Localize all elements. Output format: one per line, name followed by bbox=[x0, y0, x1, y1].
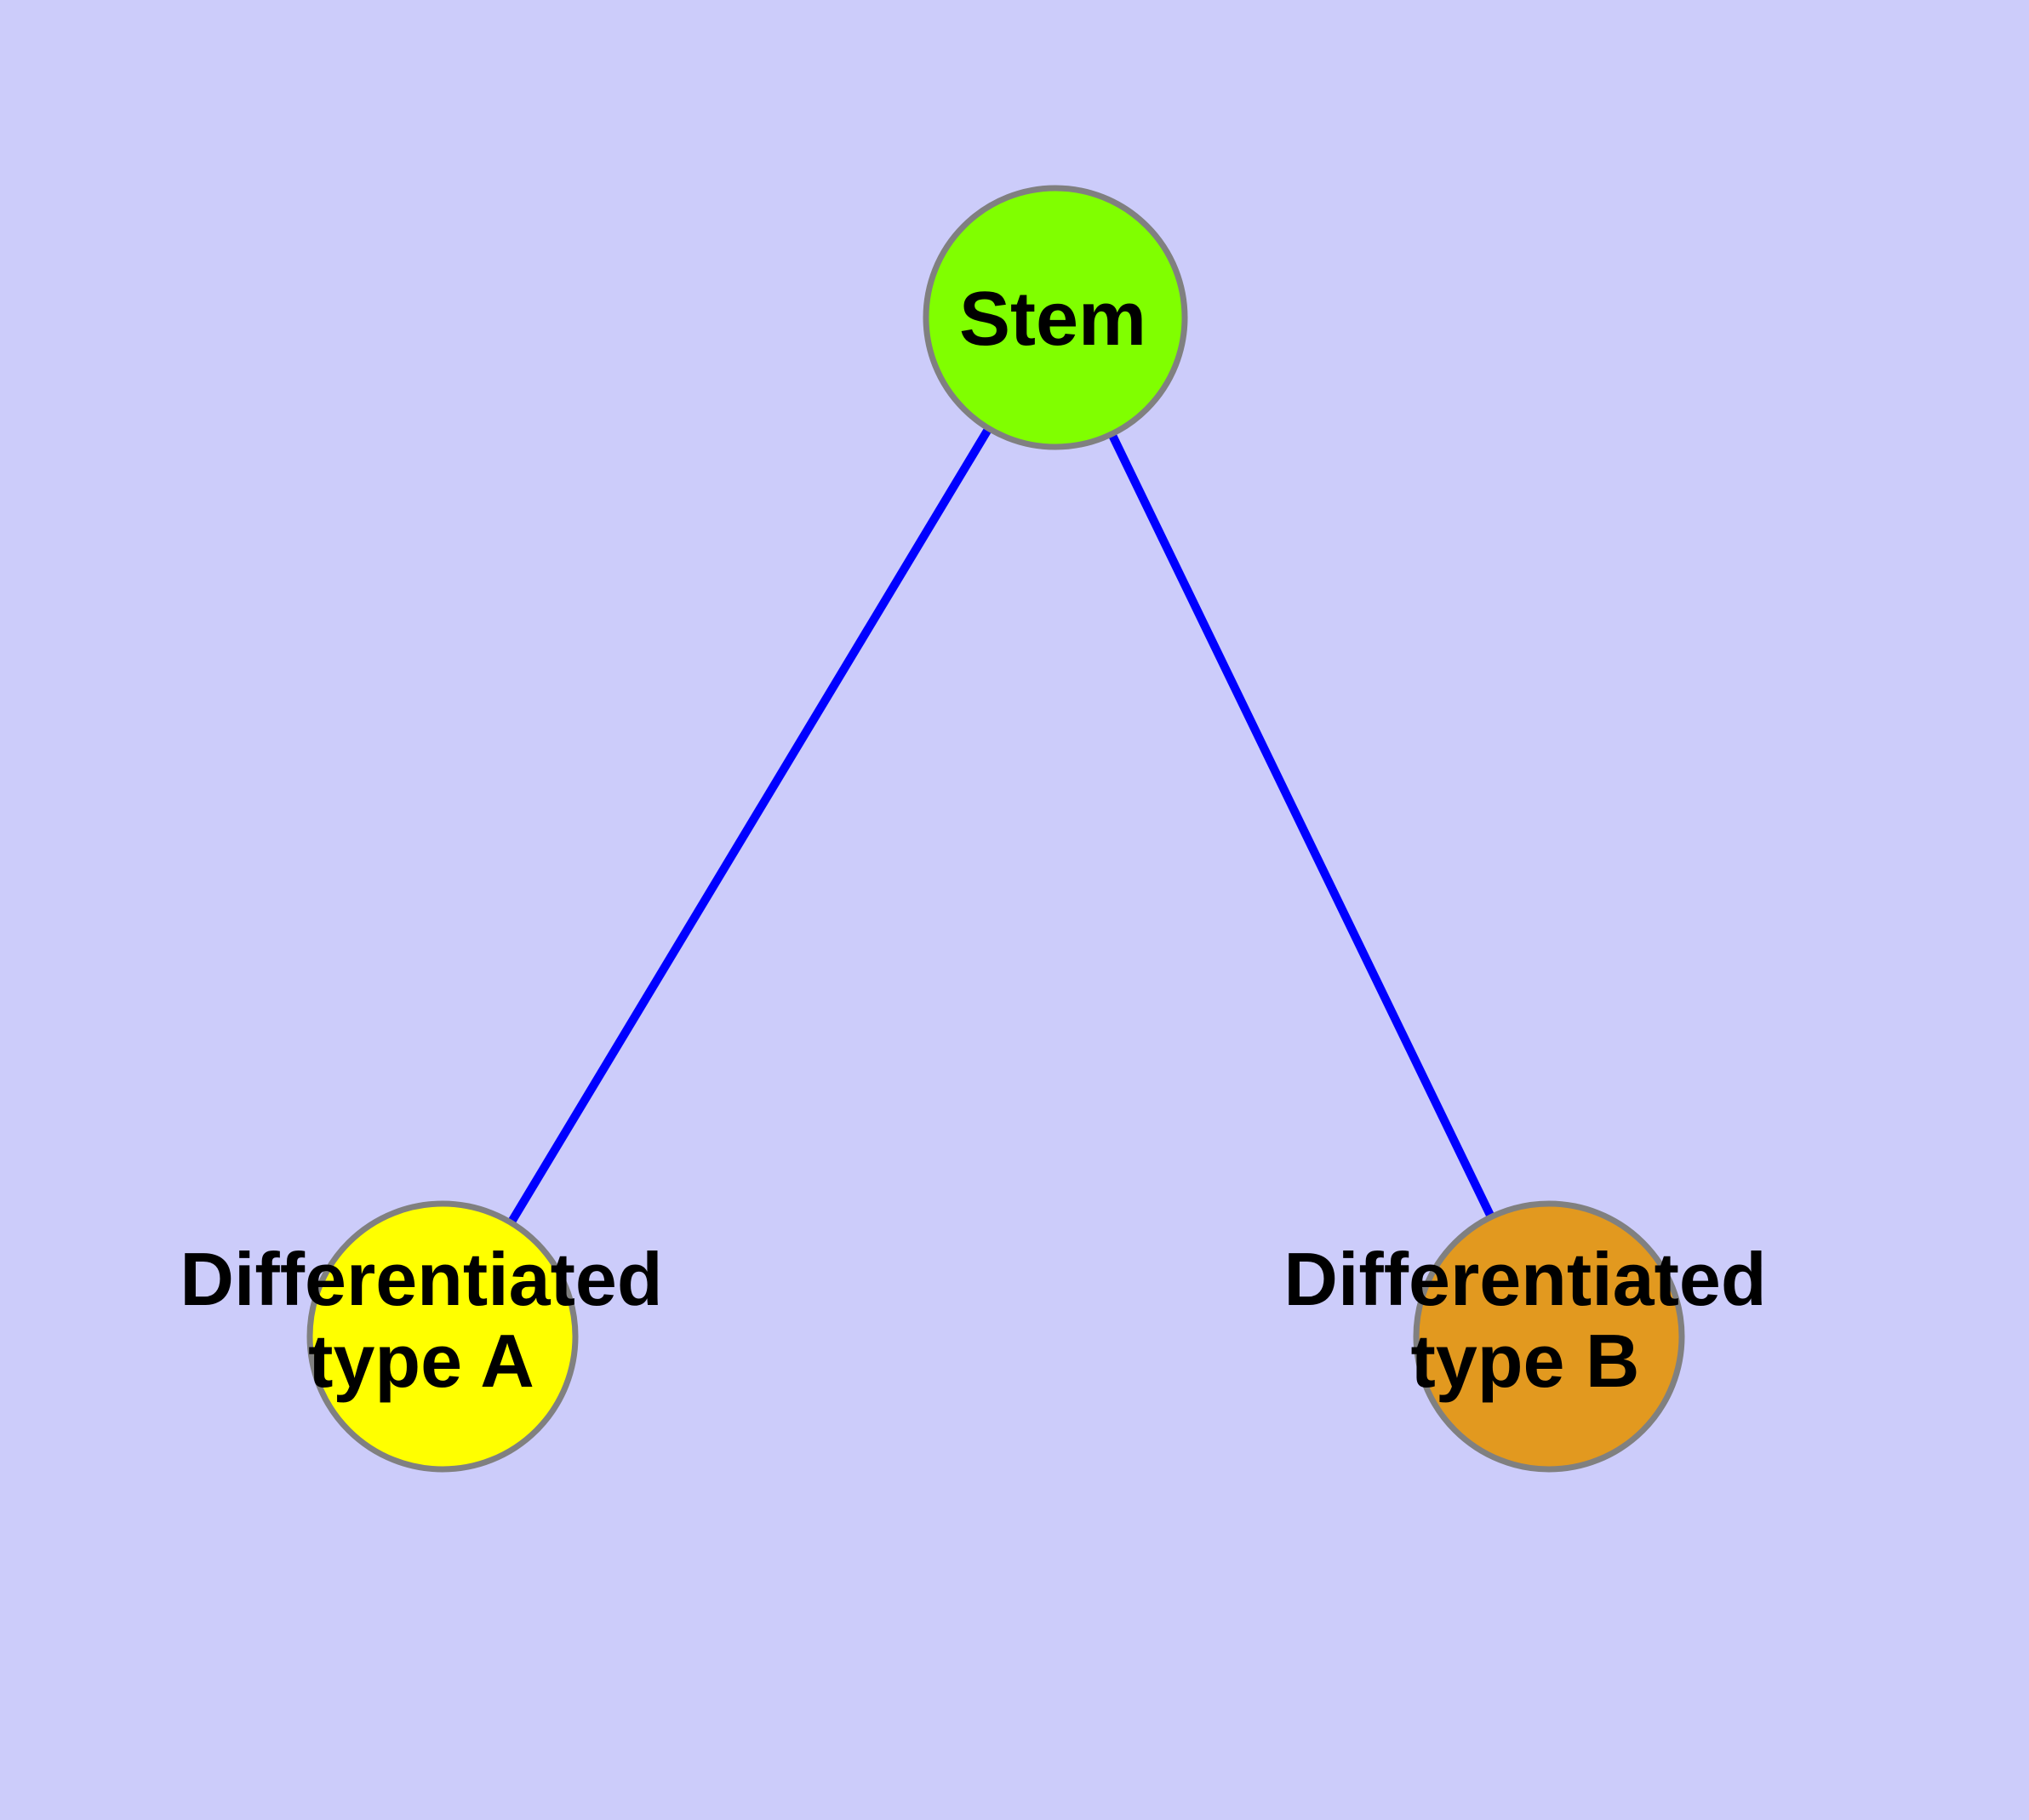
node-circle-diff_a[interactable] bbox=[306, 1200, 579, 1473]
graph-node-stem[interactable]: Stem bbox=[923, 185, 1188, 450]
node-label-line: type A bbox=[308, 1319, 534, 1403]
edges-layer bbox=[438, 315, 1553, 1339]
node-circle-diff_b[interactable] bbox=[1413, 1200, 1685, 1473]
node-label-line: type B bbox=[1411, 1319, 1640, 1403]
node-label-stem: Stem bbox=[959, 277, 1146, 362]
graph-edge-stem-to-diff_b bbox=[1051, 315, 1553, 1339]
graph-edge-stem-to-diff_a bbox=[438, 315, 1060, 1339]
node-label-line: Stem bbox=[959, 277, 1146, 362]
node-circle-stem[interactable] bbox=[923, 185, 1188, 450]
node-label-line: Differentiated bbox=[180, 1237, 662, 1321]
node-label-line: Differentiated bbox=[1283, 1237, 1766, 1321]
